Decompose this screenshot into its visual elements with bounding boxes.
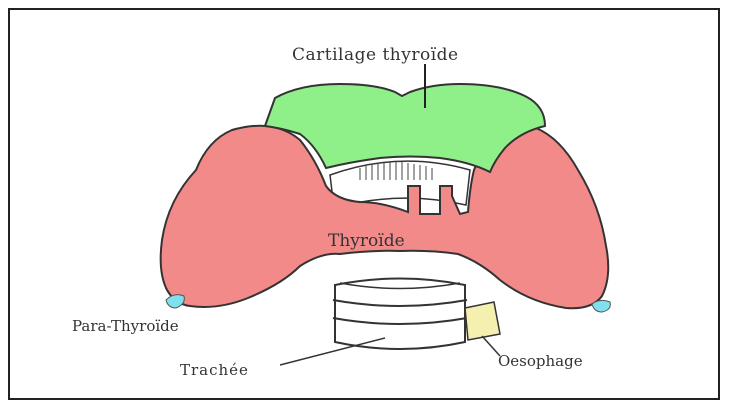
thyroid-label: Thyroïde [328, 231, 405, 251]
trachea-pointer-line [280, 338, 385, 365]
parathyroid-label: Para-Thyroïde [72, 317, 179, 335]
parathyroid-gland-left [166, 295, 184, 308]
trachea [333, 279, 467, 350]
cartilage-label: Cartilage thyroïde [292, 45, 459, 65]
esophagus [465, 302, 500, 340]
trachea-label: Trachée [180, 361, 249, 379]
esophagus-label: Oesophage [498, 352, 583, 370]
parathyroid-gland-right [592, 300, 610, 312]
